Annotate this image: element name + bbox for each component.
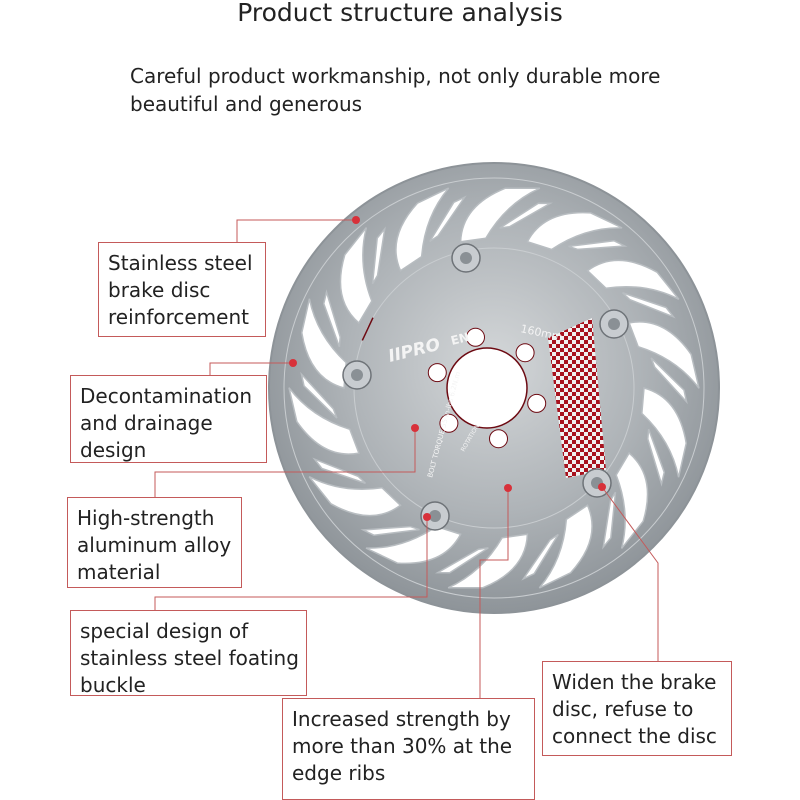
callout-line: material bbox=[77, 560, 161, 584]
cooling-slot bbox=[365, 525, 462, 565]
subtitle-line: beautiful and generous bbox=[130, 92, 363, 116]
callout-markers bbox=[289, 216, 606, 521]
callout-line: High-strength bbox=[77, 506, 215, 530]
callout-line: more than 30% at the bbox=[292, 734, 513, 758]
callout-line: special design of bbox=[80, 619, 249, 643]
callout-line: aluminum alloy bbox=[77, 533, 232, 557]
callout-line: disc, refuse to bbox=[552, 697, 694, 721]
subtitle-line: Careful product workmanship, not only du… bbox=[130, 64, 661, 88]
callout-drainage: Decontamination and drainage design bbox=[70, 375, 267, 463]
callout-reinforcement: Stainless steel brake disc reinforcement bbox=[98, 242, 266, 337]
callout-ribs: Increased strength by more than 30% at t… bbox=[282, 698, 535, 800]
cooling-slot bbox=[647, 428, 666, 487]
cooling-slot bbox=[312, 457, 366, 484]
bolt-hole bbox=[427, 363, 447, 383]
callout-buckle: special design of stainless steel foatin… bbox=[70, 610, 307, 697]
cooling-slot bbox=[301, 298, 347, 389]
callout-line: connect the disc bbox=[552, 724, 717, 748]
page-title: Product structure analysis bbox=[237, 0, 563, 27]
cooling-slot bbox=[288, 387, 360, 455]
cooling-slot bbox=[615, 451, 649, 549]
bolt-hole bbox=[515, 343, 535, 363]
bolt-hole bbox=[527, 393, 547, 413]
cooling-slot bbox=[360, 525, 420, 536]
cooling-slot bbox=[602, 491, 617, 550]
cooling-slot bbox=[395, 187, 450, 272]
callout-line: buckle bbox=[80, 673, 146, 697]
cooling-slot bbox=[622, 292, 676, 319]
cooling-slot bbox=[300, 371, 338, 419]
callout-line: brake disc bbox=[108, 278, 211, 302]
callout-line: design bbox=[80, 438, 147, 462]
cooling-slot bbox=[429, 195, 467, 243]
callout-line: and drainage bbox=[80, 411, 213, 435]
rivet-center bbox=[351, 369, 363, 381]
callout-line: stainless steel foating bbox=[80, 646, 299, 670]
cooling-slot bbox=[339, 227, 373, 325]
bolt-hole bbox=[439, 413, 459, 433]
subtitle: Careful product workmanship, not only du… bbox=[130, 62, 730, 118]
callout-line: Increased strength by bbox=[292, 707, 511, 731]
bolt-hole bbox=[466, 327, 485, 347]
brand-suffix: EN bbox=[449, 330, 470, 348]
callout-line: reinforcement bbox=[108, 305, 249, 329]
callout-line: Widen the brake bbox=[552, 670, 717, 694]
floating-rivets bbox=[342, 243, 629, 531]
cooling-slot bbox=[641, 387, 687, 478]
cooling-slot bbox=[499, 202, 553, 229]
callout-widen: Widen the brake disc, refuse to connect … bbox=[542, 661, 732, 756]
bolt-hole bbox=[489, 429, 508, 449]
leader-lines bbox=[154, 219, 659, 698]
cooling-slot bbox=[308, 476, 402, 517]
cooling-slot bbox=[322, 289, 341, 348]
rivet-center bbox=[608, 318, 620, 330]
cooling-slot bbox=[650, 357, 688, 405]
cooling-slot bbox=[586, 259, 680, 300]
cooling-slot bbox=[538, 504, 593, 589]
cooling-slot bbox=[435, 547, 489, 574]
callout-line: edge ribs bbox=[292, 761, 386, 785]
cooling-slot bbox=[526, 211, 623, 251]
rivet-center bbox=[460, 252, 472, 264]
cooling-slot bbox=[459, 187, 541, 243]
cooling-slot bbox=[371, 226, 386, 285]
rivet-center bbox=[429, 510, 441, 522]
cooling-slot bbox=[628, 321, 700, 389]
callout-line: Decontamination bbox=[80, 384, 252, 408]
callout-line: Stainless steel bbox=[108, 251, 253, 275]
cooling-slot bbox=[568, 240, 628, 251]
callout-aluminum: High-strength aluminum alloy material bbox=[67, 497, 242, 588]
cooling-slot bbox=[521, 533, 559, 581]
